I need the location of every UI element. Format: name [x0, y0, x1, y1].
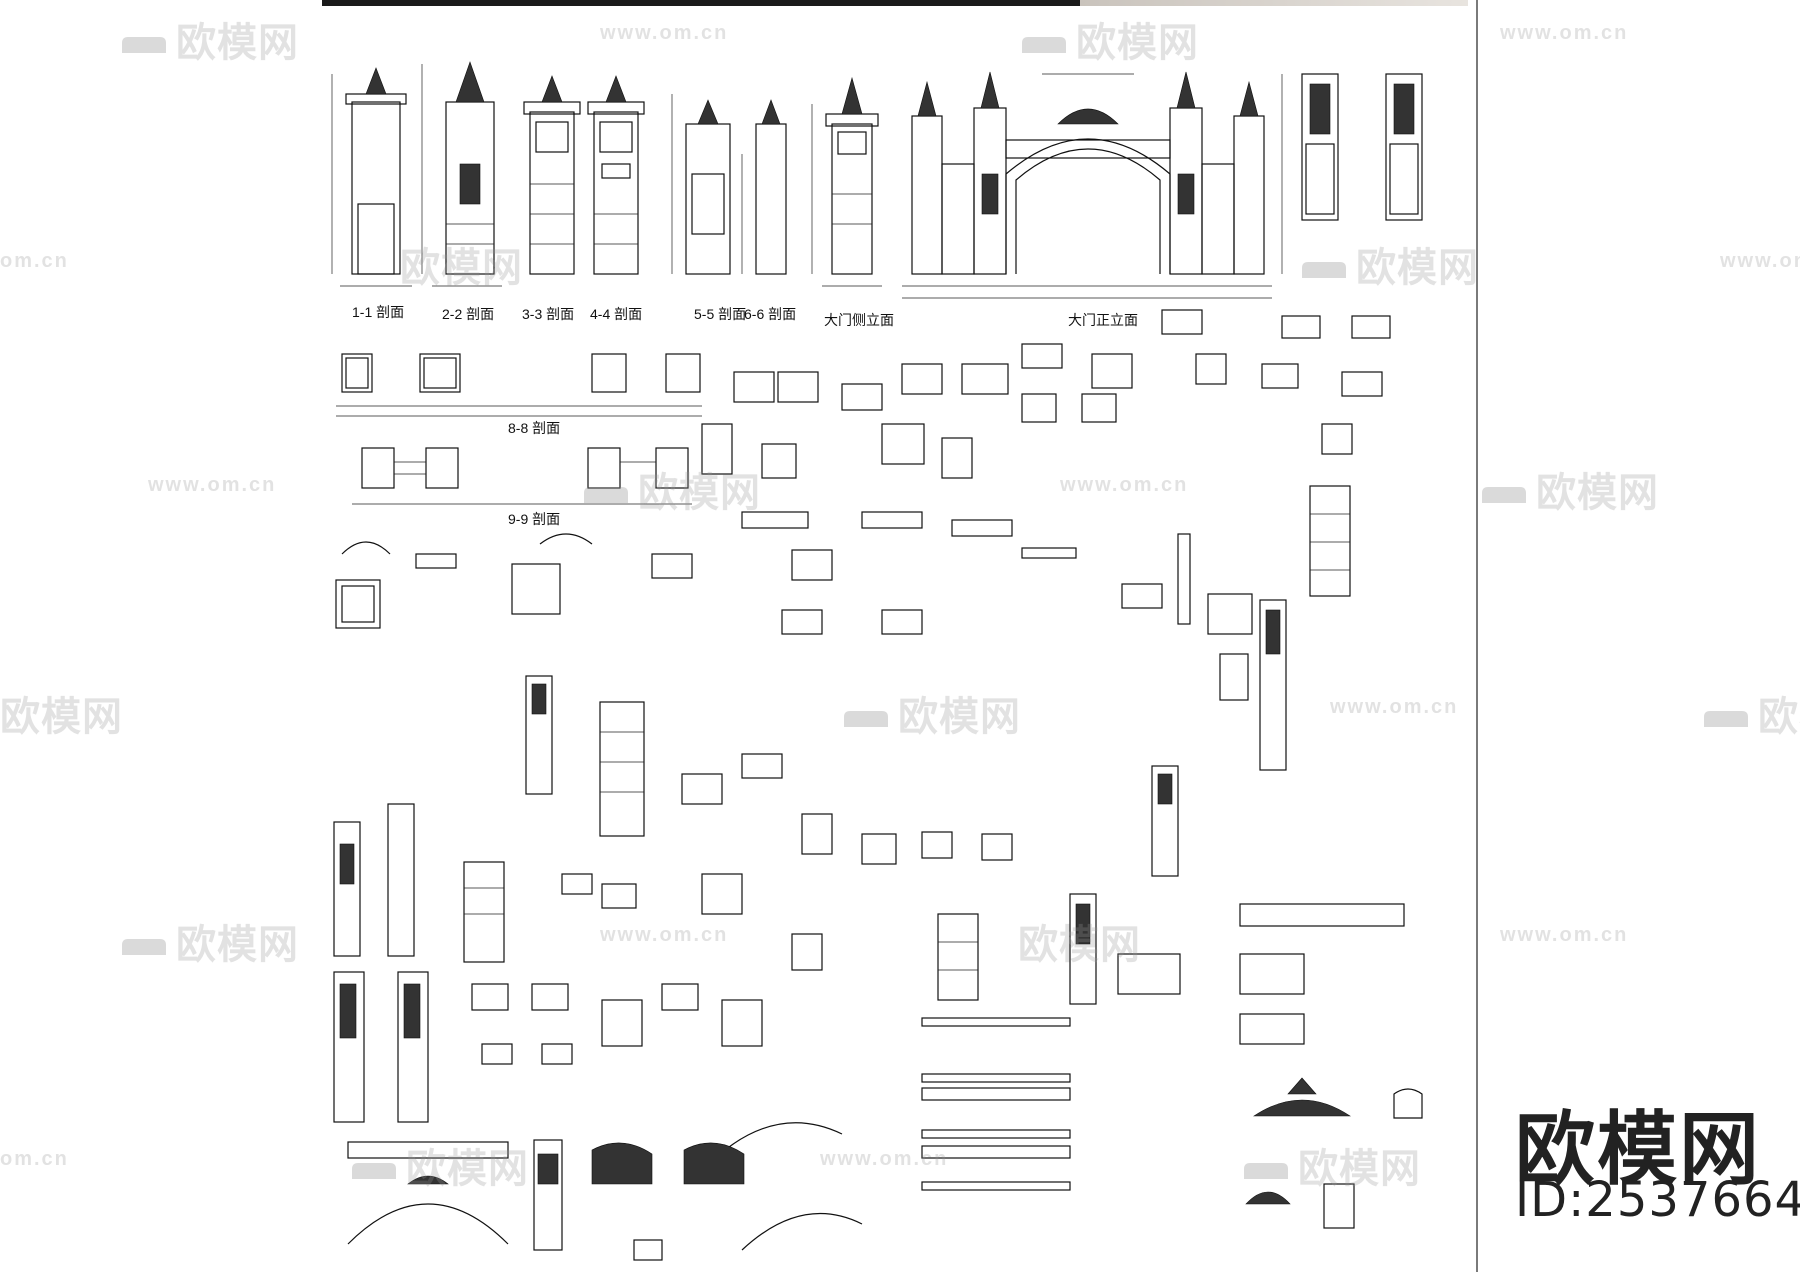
watermark-logo: 欧模网	[1478, 460, 1659, 518]
pillar-section-2-2	[421, 61, 502, 287]
top-edge-bar-fade	[1080, 0, 1468, 6]
label-section-3-3: 3-3 剖面	[522, 306, 575, 322]
watermark-url: om.cn	[0, 250, 69, 272]
cad-drawing-sheet: 1-1 剖面 2-2 剖面 3-3 剖面 4-4 剖面 5-5 剖面 6-6 剖…	[322, 54, 1472, 1272]
gate-side-elevation	[811, 76, 882, 287]
arch-curves	[591, 1122, 863, 1261]
pillar-section-3-3	[523, 75, 581, 275]
arch-elevation-detail	[347, 1139, 563, 1251]
watermark-logo: 欧模网	[118, 912, 299, 970]
tall-ornament-panels	[333, 599, 1287, 1123]
watermark-url: www.om.cn	[1720, 250, 1800, 272]
watermark-url: www.om.cn	[148, 474, 277, 496]
sofa-icon	[122, 939, 166, 956]
model-id: ID:2537664	[1515, 1172, 1800, 1228]
label-gate-front: 大门正立面	[1068, 312, 1138, 328]
brand-name: 欧模网	[1515, 1103, 1761, 1196]
side-panel-elevations	[1281, 73, 1423, 274]
label-section-9-9: 9-9 剖面	[508, 511, 561, 527]
sofa-icon	[1704, 711, 1748, 728]
label-section-8-8: 8-8 剖面	[508, 420, 561, 436]
label-section-6-6: 6-6 剖面	[744, 306, 797, 322]
crown-ornaments	[1245, 1077, 1423, 1229]
watermark-url: www.om.cn	[600, 22, 729, 44]
watermark-url: www.om.cn	[1500, 22, 1629, 44]
watermark-logo: 欧模网	[0, 695, 123, 739]
pillar-section-4-4	[587, 75, 645, 275]
plan-section-8-8	[336, 353, 702, 417]
label-section-5-5: 5-5 剖面	[694, 306, 747, 322]
detail-cluster-lower	[471, 753, 1013, 1065]
pillar-section-1-1	[331, 67, 412, 287]
label-section-2-2: 2-2 剖面	[442, 306, 495, 322]
ladder-panels	[463, 485, 1351, 1001]
frieze-bands	[921, 903, 1405, 1191]
sofa-icon	[1482, 487, 1526, 504]
watermark-logo: 欧模网	[118, 10, 299, 68]
cad-linework	[331, 61, 1423, 1261]
label-section-1-1: 1-1 剖面	[352, 304, 405, 320]
sofa-icon	[122, 37, 166, 54]
label-gate-side: 大门侧立面	[824, 312, 894, 328]
watermark-url: www.om.cn	[1500, 924, 1629, 946]
watermark-url: om.cn	[0, 1148, 69, 1170]
top-edge-bar	[322, 0, 1468, 6]
label-section-4-4: 4-4 剖面	[590, 306, 643, 322]
detail-cluster-mid	[335, 511, 1253, 701]
gate-front-elevation	[902, 71, 1272, 299]
pillar-section-6-6	[741, 99, 787, 275]
plan-section-9-9	[352, 447, 692, 505]
pillar-section-5-5	[671, 94, 731, 275]
detail-cluster-center	[701, 309, 1391, 479]
watermark-logo: 欧模网	[1700, 684, 1800, 742]
sheet-divider	[1476, 0, 1478, 1272]
